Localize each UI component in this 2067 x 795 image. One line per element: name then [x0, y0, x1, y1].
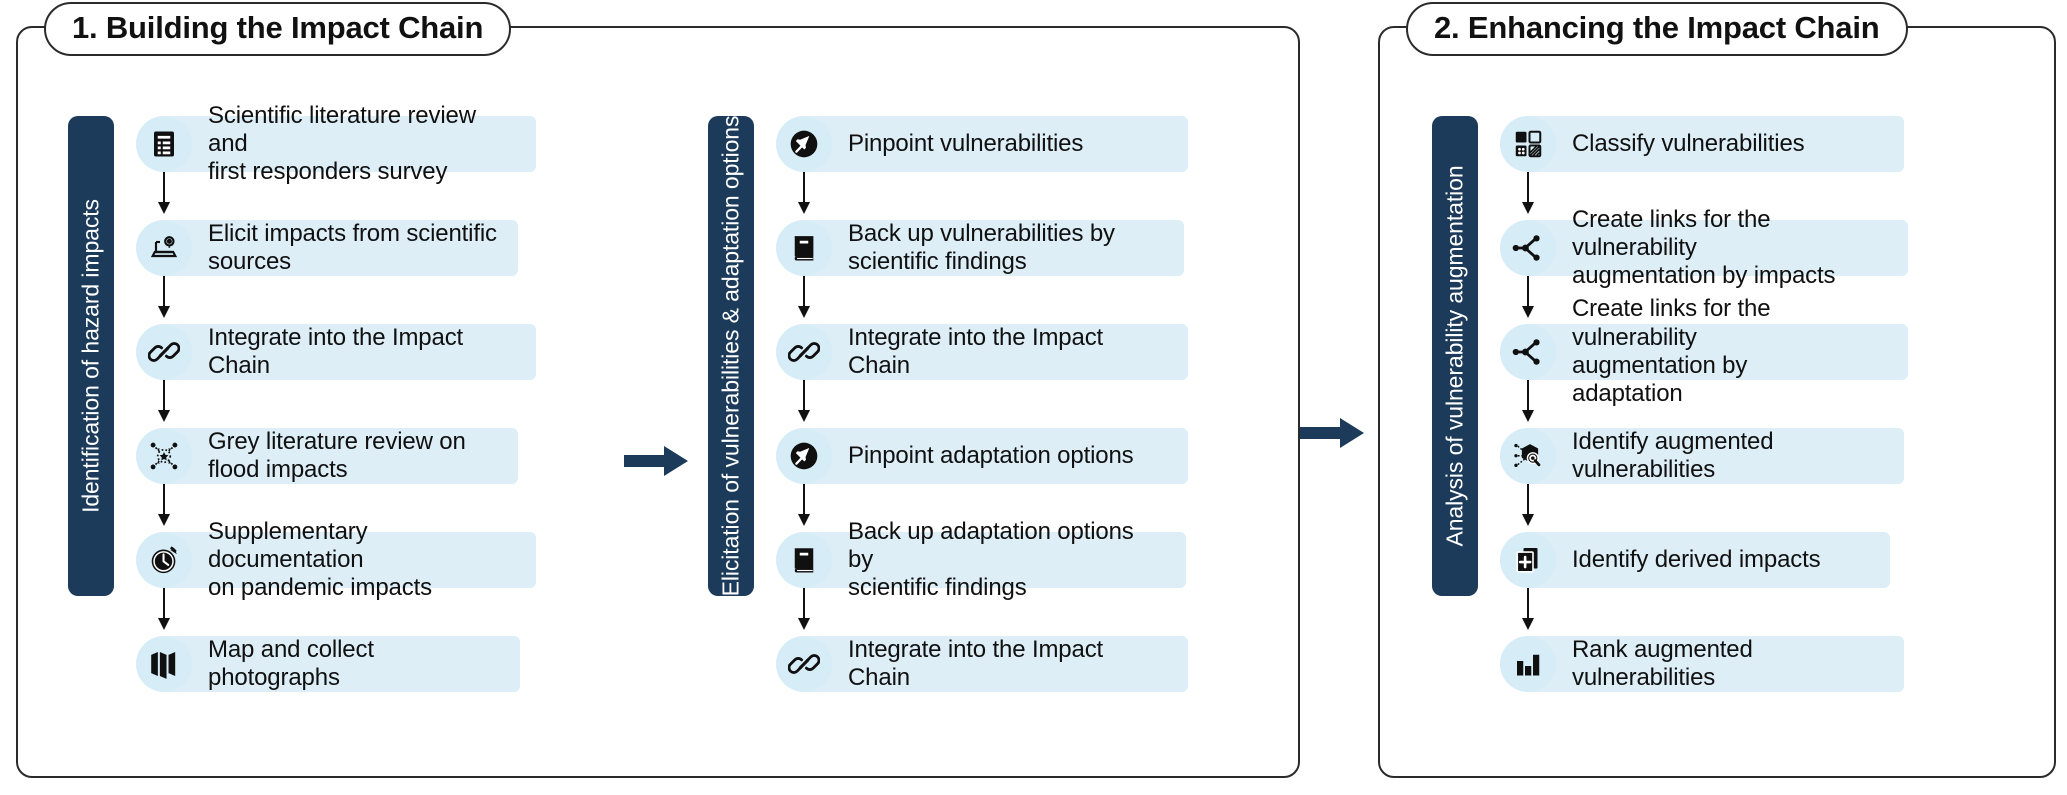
folded-map-icon — [136, 636, 192, 692]
step-label: Back up adaptation options by scientific… — [848, 517, 1134, 602]
document-lines-icon — [136, 116, 192, 172]
flow-arrow-down — [776, 170, 832, 220]
node-links-icon — [1500, 220, 1556, 276]
flow-arrow-down — [1500, 170, 1556, 220]
step-label: Classify vulnerabilities — [1572, 129, 1805, 157]
step-scientific-literature-review[interactable]: Scientific literature review and first r… — [136, 102, 536, 185]
step-label: Map and collect photographs — [208, 635, 374, 691]
node-links-icon — [1500, 324, 1556, 380]
stage-elicitation-of-vulnerabilities-and-adaptation-options: Elicitation of vulnerabilities & adaptat… — [708, 116, 1188, 692]
flow-arrow-down — [136, 482, 192, 532]
step-classify-vulnerabilities[interactable]: Classify vulnerabilities — [1500, 116, 1904, 172]
step-integrate-into-the-impact-chain-1[interactable]: Integrate into the Impact Chain — [136, 323, 536, 380]
chain-link-icon — [776, 324, 832, 380]
stage-identification-of-hazard-impacts: Identification of hazard impacts — [68, 102, 536, 692]
panel-2-title: 2. Enhancing the Impact Chain — [1406, 2, 1908, 56]
step-label: Pinpoint adaptation options — [848, 441, 1134, 469]
step-label: Integrate into the Impact Chain — [848, 323, 1104, 379]
pushpin-circle-icon — [776, 428, 832, 484]
panel-enhancing-the-impact-chain: 2. Enhancing the Impact Chain Analysis o… — [1378, 2, 2056, 778]
stage-2-steps: Pinpoint vulnerabilities Bac — [776, 116, 1188, 692]
star-network-icon — [136, 428, 192, 484]
step-label: Back up vulnerabilities by scientific fi… — [848, 219, 1115, 275]
step-grey-literature-review-on-flood-impacts[interactable]: Grey literature review on flood impacts — [136, 427, 518, 484]
flow-arrow-down — [776, 378, 832, 428]
flow-arrow-down — [136, 170, 192, 220]
step-label: Scientific literature review and first r… — [208, 101, 476, 186]
step-label: Create links for the vulnerability augme… — [1572, 205, 1836, 290]
stage-1-steps: Scientific literature review and first r… — [136, 102, 536, 692]
stage-3-bar-label: Analysis of vulnerability augmentation — [1441, 165, 1468, 547]
panel-building-the-impact-chain: 1. Building the Impact Chain Identificat… — [16, 2, 1300, 778]
stage-transition-arrow-1 — [624, 446, 688, 476]
step-label: Grey literature review on flood impacts — [208, 427, 466, 483]
flow-arrow-down — [136, 378, 192, 428]
step-label: Integrate into the Impact Chain — [848, 635, 1104, 691]
stage-1-bar-label: Identification of hazard impacts — [77, 199, 104, 513]
step-integrate-into-the-impact-chain-2[interactable]: Integrate into the Impact Chain — [776, 323, 1188, 380]
step-label: Supplementary documentation on pandemic … — [208, 517, 432, 602]
step-back-up-adaptation-options-by-scientific-findings[interactable]: Back up adaptation options by scientific… — [776, 518, 1186, 601]
step-elicit-impacts-from-scientific-sources[interactable]: Elicit impacts from scientific sources — [136, 219, 518, 276]
step-label: Pinpoint vulnerabilities — [848, 129, 1084, 157]
flow-arrow-down — [776, 274, 832, 324]
step-supplementary-documentation-on-pandemic-impacts[interactable]: Supplementary documentation on pandemic … — [136, 518, 536, 601]
search-nodes-icon — [1500, 428, 1556, 484]
step-label: Elicit impacts from scientific sources — [208, 219, 497, 275]
flow-arrow-down — [776, 482, 832, 532]
step-pinpoint-vulnerabilities[interactable]: Pinpoint vulnerabilities — [776, 116, 1188, 172]
flow-arrow-down — [136, 274, 192, 324]
step-map-and-collect-photographs[interactable]: Map and collect photographs — [136, 635, 520, 692]
panel-1-title: 1. Building the Impact Chain — [44, 2, 512, 56]
stage-analysis-of-vulnerability-augmentation: Analysis of vulnerability augmentation — [1432, 116, 1908, 692]
step-label: Identify augmented vulnerabilities — [1572, 427, 1774, 483]
grid-classify-icon — [1500, 116, 1556, 172]
flow-arrow-down — [1500, 378, 1556, 428]
step-identify-augmented-vulnerabilities[interactable]: Identify augmented vulnerabilities — [1500, 427, 1904, 484]
step-create-links-augmentation-by-adaptation[interactable]: Create links for the vulnerability augme… — [1500, 295, 1908, 407]
stage-3-bar: Analysis of vulnerability augmentation — [1432, 116, 1478, 596]
flow-arrow-down — [776, 586, 832, 636]
chain-link-icon — [136, 324, 192, 380]
stage-2-bar-label: Elicitation of vulnerabilities & adaptat… — [717, 115, 744, 597]
stage-3-steps: Classify vulnerabilities — [1500, 116, 1908, 692]
flow-arrow-down — [1500, 482, 1556, 532]
step-identify-derived-impacts[interactable]: Identify derived impacts — [1500, 532, 1890, 588]
step-create-links-augmentation-by-impacts[interactable]: Create links for the vulnerability augme… — [1500, 206, 1908, 289]
book-icon — [776, 532, 832, 588]
pushpin-circle-icon — [776, 116, 832, 172]
step-pinpoint-adaptation-options[interactable]: Pinpoint adaptation options — [776, 428, 1188, 484]
clock-history-icon — [136, 532, 192, 588]
step-label: Rank augmented vulnerabilities — [1572, 635, 1753, 691]
bar-chart-icon — [1500, 636, 1556, 692]
stage-2-bar: Elicitation of vulnerabilities & adaptat… — [708, 116, 754, 596]
step-rank-augmented-vulnerabilities[interactable]: Rank augmented vulnerabilities — [1500, 635, 1904, 692]
chain-link-icon — [776, 636, 832, 692]
step-label: Integrate into the Impact Chain — [208, 323, 464, 379]
step-label: Identify derived impacts — [1572, 545, 1821, 573]
stage-transition-arrow-2 — [1300, 418, 1364, 448]
flow-arrow-down — [1500, 274, 1556, 324]
laptop-gear-icon — [136, 220, 192, 276]
flow-arrow-down — [1500, 586, 1556, 636]
step-label: Create links for the vulnerability augme… — [1572, 295, 1771, 408]
add-document-icon — [1500, 532, 1556, 588]
flow-arrow-down — [136, 586, 192, 636]
step-back-up-vulnerabilities-by-scientific-findings[interactable]: Back up vulnerabilities by scientific fi… — [776, 219, 1184, 276]
stage-1-bar: Identification of hazard impacts — [68, 116, 114, 596]
step-integrate-into-the-impact-chain-3[interactable]: Integrate into the Impact Chain — [776, 635, 1188, 692]
book-icon — [776, 220, 832, 276]
